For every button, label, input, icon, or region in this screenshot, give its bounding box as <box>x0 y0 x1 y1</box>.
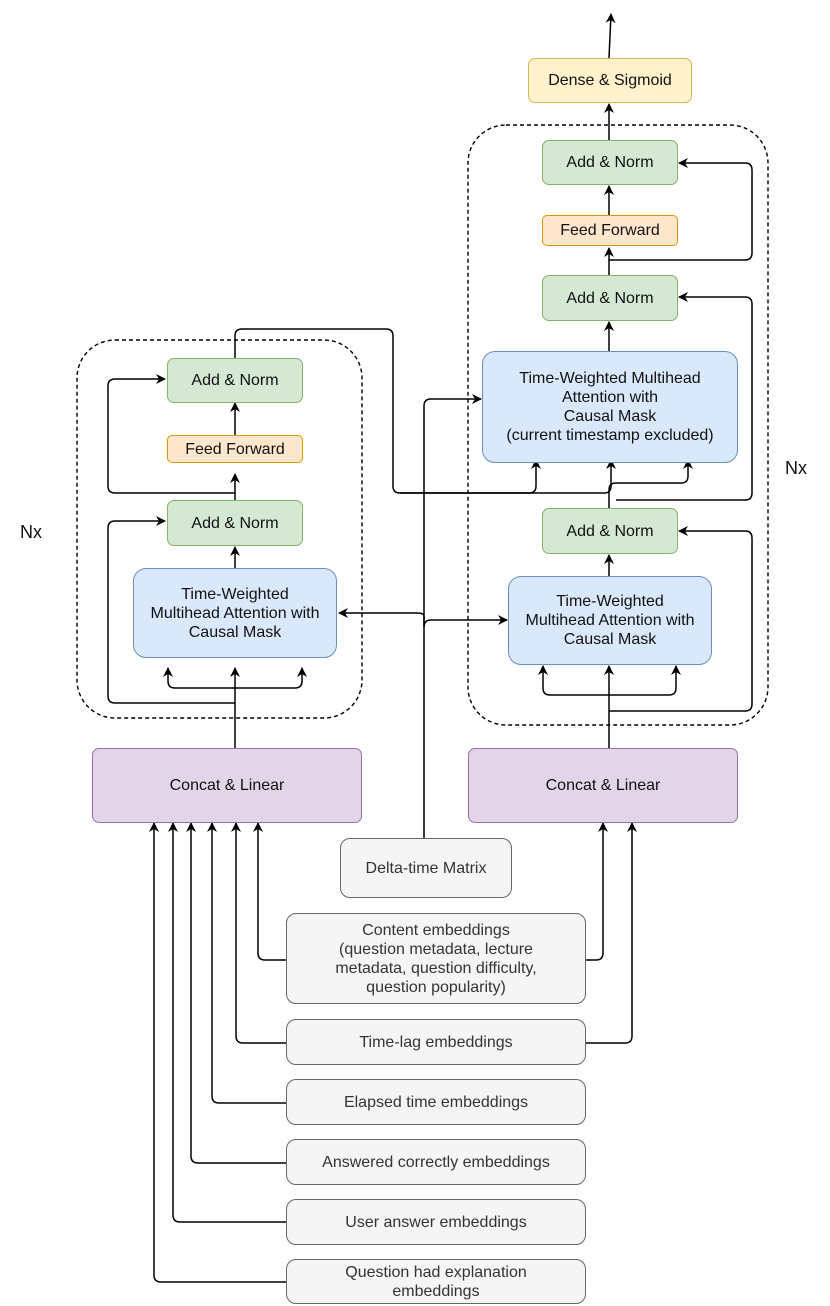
decoder-self-attention: Time-Weighted Multihead Attention with C… <box>508 576 712 665</box>
encoder-attention: Time-Weighted Multihead Attention with C… <box>133 568 337 658</box>
decoder-dense-sigmoid: Dense & Sigmoid <box>528 58 692 103</box>
decoder-repeat-label: Nx <box>785 458 807 478</box>
decoder-repeat-block <box>467 124 769 726</box>
decoder-add-norm-top: Add & Norm <box>542 140 678 185</box>
decoder-add-norm-bottom: Add & Norm <box>542 508 678 554</box>
decoder-concat-linear: Concat & Linear <box>468 748 738 823</box>
decoder-feed-forward: Feed Forward <box>542 215 678 246</box>
connectors <box>107 13 753 1283</box>
elapsed-time-embeddings: Elapsed time embeddings <box>286 1079 586 1125</box>
answered-correctly-embeddings: Answered correctly embeddings <box>286 1139 586 1185</box>
encoder-repeat-label: Nx <box>20 522 42 542</box>
user-answer-embeddings: User answer embeddings <box>286 1199 586 1245</box>
question-had-explanation-embeddings: Question had explanation embeddings <box>286 1259 586 1304</box>
content-embeddings: Content embeddings (question metadata, l… <box>286 913 586 1004</box>
encoder-feed-forward: Feed Forward <box>167 435 303 463</box>
encoder-add-norm-top: Add & Norm <box>167 358 303 403</box>
encoder-concat-linear: Concat & Linear <box>92 748 362 823</box>
decoder-cross-attention: Time-Weighted Multihead Attention with C… <box>482 351 738 463</box>
decoder-add-norm-middle: Add & Norm <box>542 275 678 321</box>
delta-time-matrix: Delta-time Matrix <box>340 838 512 898</box>
time-lag-embeddings: Time-lag embeddings <box>286 1019 586 1065</box>
encoder-add-norm-bottom: Add & Norm <box>167 500 303 546</box>
